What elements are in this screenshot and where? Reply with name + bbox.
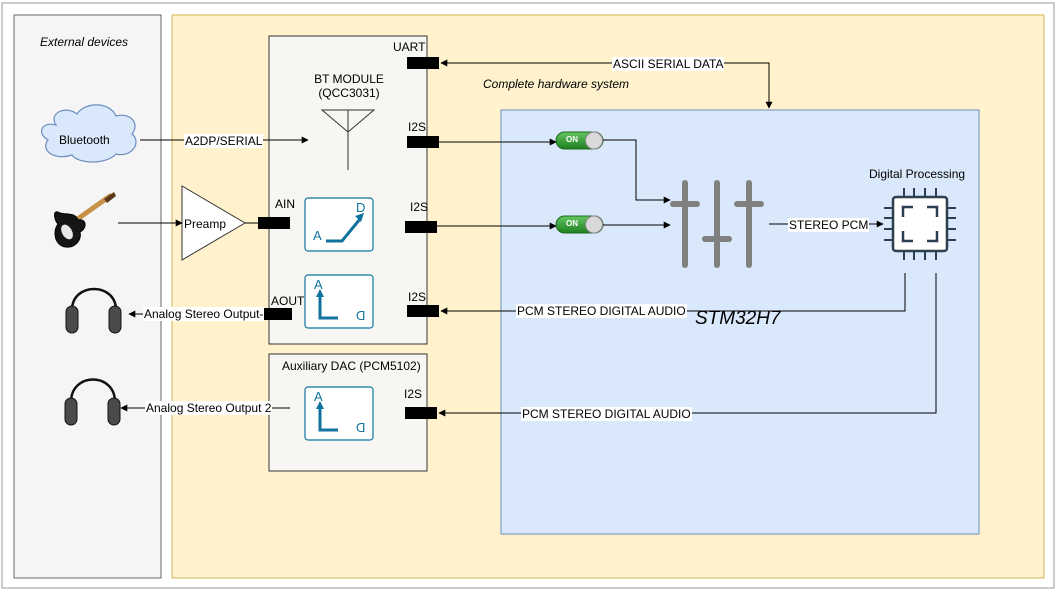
uart-pin [407, 57, 439, 69]
adc-icon [304, 197, 374, 252]
ain-label: AIN [275, 197, 296, 211]
bt-module-name: BT MODULE [314, 72, 384, 86]
external-devices-title: External devices [40, 35, 129, 49]
i2s-label-3: I2S [408, 290, 427, 304]
pcm-audio-label-1: PCM STEREO DIGITAL AUDIO [516, 304, 687, 318]
ascii-serial-label: ASCII SERIAL DATA [612, 57, 725, 71]
switch-2-on-label: ON [566, 219, 578, 228]
aout-label: AOUT [271, 294, 305, 308]
analog-out-2-label: Analog Stereo Output 2 [145, 401, 273, 415]
switch1-to-mixer-connector [603, 139, 671, 204]
adc-a-letter: A [313, 228, 322, 243]
ain-pin [258, 217, 290, 229]
headphones-icon [65, 287, 122, 334]
a2dp-label: A2DP/SERIAL [184, 134, 264, 148]
adc-d-letter: D [356, 200, 366, 215]
i2s-label-2: I2S [410, 200, 429, 214]
i2s-pin-aux [405, 407, 437, 419]
bt-module-part: (QCC3031) [318, 86, 380, 100]
pcm-audio-label-2: PCM STEREO DIGITAL AUDIO [521, 407, 692, 421]
antenna-icon [320, 109, 376, 170]
switch-1-on-label: ON [566, 135, 578, 144]
mcu-name: STM32H7 [695, 308, 781, 329]
i2s-pin-bt-in [407, 136, 439, 148]
ascii-serial-connector [440, 59, 773, 109]
analog-out-label: Analog Stereo Output- [143, 307, 265, 321]
i2s-pin-adc [405, 221, 437, 233]
analog-out-text: Analog Stereo Output [144, 307, 260, 321]
bluetooth-cloud [40, 104, 137, 163]
guitar-icon [54, 192, 116, 248]
processor-chip-icon [884, 188, 956, 260]
aux-dac-icon [304, 386, 374, 441]
bluetooth-label: Bluetooth [59, 133, 110, 147]
aux-d-letter: D [356, 420, 366, 435]
mixer-faders-icon [670, 180, 764, 268]
i2s-label-1: I2S [408, 120, 427, 134]
external-devices-panel [13, 14, 162, 579]
stm32-block [500, 109, 980, 535]
aout-pin [260, 308, 292, 320]
digital-processing-label: Digital Processing [869, 167, 966, 181]
aux-a-letter: A [314, 389, 323, 404]
bt-module-title: BT MODULE (QCC3031) [304, 72, 394, 100]
dac-a-letter: A [314, 277, 323, 292]
toggle-switch-1[interactable] [555, 131, 604, 150]
i2s-pin-dac [407, 305, 439, 317]
i2s-label-4: I2S [404, 387, 423, 401]
uart-label: UART [393, 40, 426, 54]
headphones-icon-2 [64, 378, 121, 426]
preamp-label: Preamp [184, 217, 227, 231]
aux-dac-title: Auxiliary DAC (PCM5102) [282, 359, 421, 373]
dac-d-letter: D [356, 308, 366, 323]
toggle-switch-2[interactable] [555, 215, 604, 234]
stereo-pcm-label: STEREO PCM [788, 218, 870, 232]
system-title: Complete hardware system [483, 77, 630, 91]
dac-icon [304, 274, 374, 329]
